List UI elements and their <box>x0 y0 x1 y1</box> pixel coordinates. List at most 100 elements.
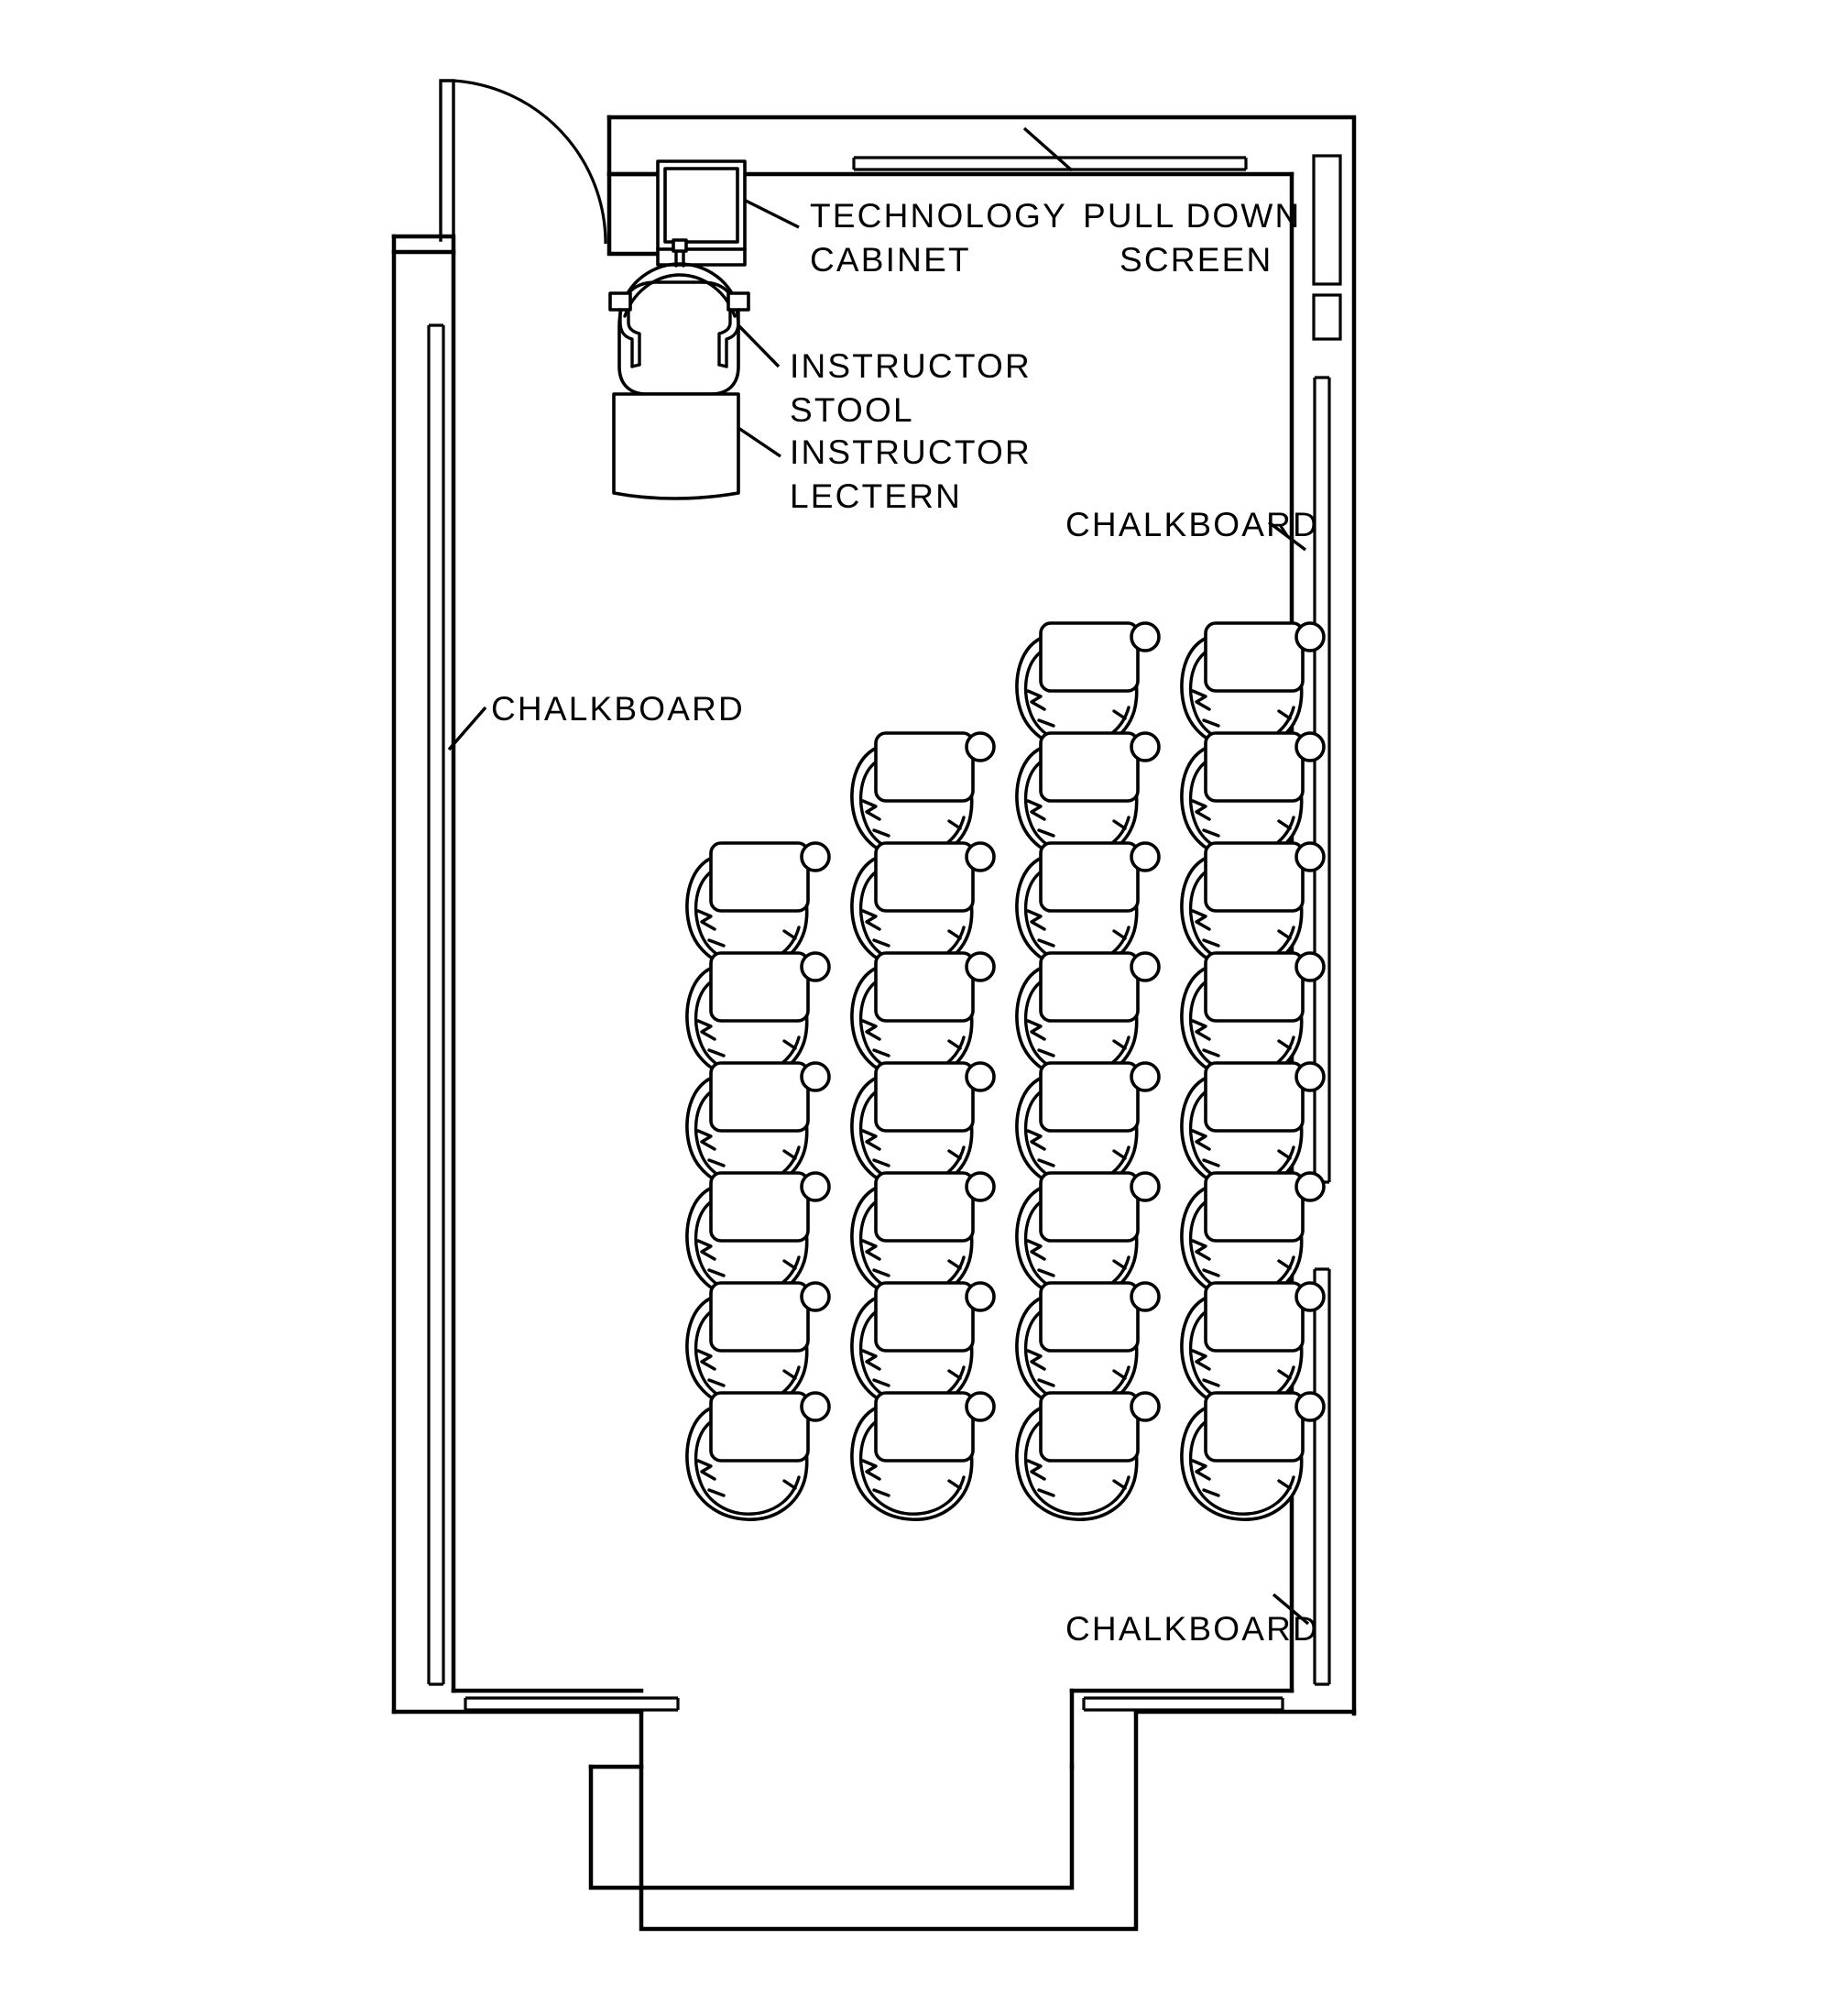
student-desk[interactable] <box>1180 951 1326 1081</box>
student-desk[interactable] <box>1015 1061 1161 1191</box>
desk-knob <box>1294 951 1326 982</box>
desk-tablet-top[interactable] <box>1039 731 1140 803</box>
desk-tablet-top[interactable] <box>1039 621 1140 693</box>
leader-technology-cabinet <box>743 198 800 229</box>
student-desk[interactable] <box>850 951 996 1081</box>
student-desk[interactable] <box>1015 951 1161 1081</box>
door-leaf[interactable] <box>439 79 455 242</box>
door-jamb-left-block <box>391 234 456 255</box>
student-desk[interactable] <box>1015 1281 1161 1411</box>
technology-cabinet-base <box>656 247 747 267</box>
desk-tablet-top[interactable] <box>1039 1171 1140 1243</box>
stool-armrest-left-arm-inner <box>627 308 641 367</box>
desk-tablet-top[interactable] <box>709 841 810 913</box>
desk-tablet-top[interactable] <box>709 1171 810 1243</box>
student-desk[interactable] <box>685 1391 831 1521</box>
desk-tablet-top[interactable] <box>874 1281 975 1353</box>
student-desk[interactable] <box>1180 1281 1326 1411</box>
desk-tablet-top[interactable] <box>1204 1171 1305 1243</box>
chair-legs <box>1202 929 1292 948</box>
stool-backrest-inner <box>623 273 737 318</box>
chair-legs <box>1037 1369 1127 1387</box>
student-desk[interactable] <box>1180 731 1326 861</box>
label-instructor-lectern-line1: INSTRUCTOR <box>790 433 1032 471</box>
student-desk[interactable] <box>1180 1061 1326 1191</box>
student-desk[interactable] <box>1180 621 1326 751</box>
label-chalkboard-right-bottom: CHALKBOARD <box>1065 1610 1319 1648</box>
desk-tablet-top[interactable] <box>709 1391 810 1463</box>
desk-tablet-top[interactable] <box>709 1061 810 1133</box>
technology-cabinet[interactable] <box>656 159 747 267</box>
desk-knob <box>1130 731 1161 762</box>
desk-knob <box>1130 1281 1161 1312</box>
desk-tablet-top[interactable] <box>1204 731 1305 803</box>
chair-support-notch <box>1191 1239 1211 1261</box>
desk-tablet-top[interactable] <box>1039 841 1140 913</box>
entry-door[interactable] <box>439 79 607 245</box>
desk-tablet-top[interactable] <box>874 1061 975 1133</box>
chalkboard-right-upper-strip <box>1313 376 1331 1184</box>
chair-legs <box>1037 1149 1127 1167</box>
desk-tablet-top[interactable] <box>1039 1061 1140 1133</box>
desk-tablet-top[interactable] <box>1204 621 1305 693</box>
student-desk[interactable] <box>850 1061 996 1191</box>
desk-tablet-top[interactable] <box>709 1281 810 1353</box>
student-desk[interactable] <box>1015 841 1161 971</box>
desk-tablet-top[interactable] <box>1204 841 1305 913</box>
desk-tablet-top[interactable] <box>709 951 810 1023</box>
desk-tablet-top[interactable] <box>874 951 975 1023</box>
chalkboard-bottom-left-strip <box>464 1696 680 1712</box>
student-desk[interactable] <box>1180 1171 1326 1301</box>
desk-tablet-top[interactable] <box>1204 1061 1305 1133</box>
desk-knob <box>800 1391 831 1422</box>
student-desk[interactable] <box>685 1061 831 1191</box>
desk-tablet-top[interactable] <box>1204 1281 1305 1353</box>
student-desk[interactable] <box>1015 731 1161 861</box>
student-desk[interactable] <box>685 1281 831 1411</box>
lectern-body[interactable] <box>612 392 740 500</box>
chair-seat-inner <box>858 1419 966 1516</box>
instructor-stool[interactable] <box>608 238 750 396</box>
desk-knob <box>1294 731 1326 762</box>
student-desk[interactable] <box>1180 1391 1326 1521</box>
student-desk[interactable] <box>850 841 996 971</box>
desk-tablet-top[interactable] <box>874 1391 975 1463</box>
student-desk[interactable] <box>685 1171 831 1301</box>
desk-knob <box>965 731 996 762</box>
chair-support-notch <box>696 909 716 931</box>
leader-chalkboard-left <box>447 706 487 751</box>
desk-tablet-top[interactable] <box>1204 1391 1305 1463</box>
student-desk[interactable] <box>850 1171 996 1301</box>
desk-tablet-top[interactable] <box>1039 1281 1140 1353</box>
chair-seat-inner <box>1188 1419 1295 1516</box>
stool-armrest-right-arm-inner <box>717 308 732 367</box>
chair-support-notch <box>1026 909 1046 931</box>
desk-tablet-top[interactable] <box>1039 1391 1140 1463</box>
chair-legs <box>707 1369 797 1387</box>
instructor-lectern[interactable] <box>612 392 740 500</box>
student-desk[interactable] <box>850 731 996 861</box>
desk-tablet-top[interactable] <box>874 731 975 803</box>
desk-knob <box>1294 1391 1326 1422</box>
chalkboard-bottom-strip <box>1082 1696 1284 1712</box>
chair-seat-inner <box>1023 1419 1131 1516</box>
label-technology-cabinet-line1: TECHNOLOGY <box>810 197 1067 235</box>
student-desk[interactable] <box>685 951 831 1081</box>
desk-tablet-top[interactable] <box>1204 951 1305 1023</box>
label-technology-cabinet-line2: CABINET <box>810 241 971 279</box>
label-chalkboard-left: CHALKBOARD <box>491 690 745 728</box>
student-desk[interactable] <box>1015 1391 1161 1521</box>
chair-support-notch <box>1191 1349 1211 1371</box>
student-desk[interactable] <box>1180 841 1326 971</box>
desk-tablet-top[interactable] <box>874 1171 975 1243</box>
desk-knob <box>1130 841 1161 872</box>
chair-legs <box>1037 1479 1127 1497</box>
student-desk[interactable] <box>685 841 831 971</box>
student-desk[interactable] <box>1015 1171 1161 1301</box>
student-desk[interactable] <box>850 1281 996 1411</box>
desk-tablet-top[interactable] <box>1039 951 1140 1023</box>
desk-tablet-top[interactable] <box>874 841 975 913</box>
student-desk[interactable] <box>1015 621 1161 751</box>
student-desk[interactable] <box>850 1391 996 1521</box>
